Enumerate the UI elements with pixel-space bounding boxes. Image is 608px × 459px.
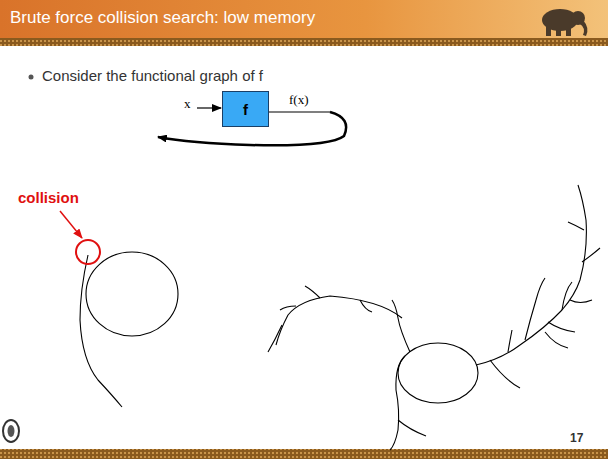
bullet [29,75,34,80]
collision-arrow [60,211,82,238]
title-band [0,0,608,38]
slide-title: Brute force collision search: low memory [10,8,315,28]
functional-graph-right [268,185,600,450]
footer-band [0,449,608,459]
functional-graph-left [80,252,178,407]
output-line [269,111,330,112]
logo-icon [3,420,19,442]
collision-label: collision [18,189,79,206]
function-box: f [222,91,269,127]
stripe-band [0,38,608,46]
input-label: x [184,96,191,112]
elephant-icon [542,9,587,36]
bullet-text: Consider the functional graph of f [42,67,263,84]
input-arrow [197,107,221,108]
collision-circle [76,240,100,264]
output-label: f(x) [289,92,309,108]
node-text: f [243,101,248,118]
page-number: 17 [570,431,583,445]
